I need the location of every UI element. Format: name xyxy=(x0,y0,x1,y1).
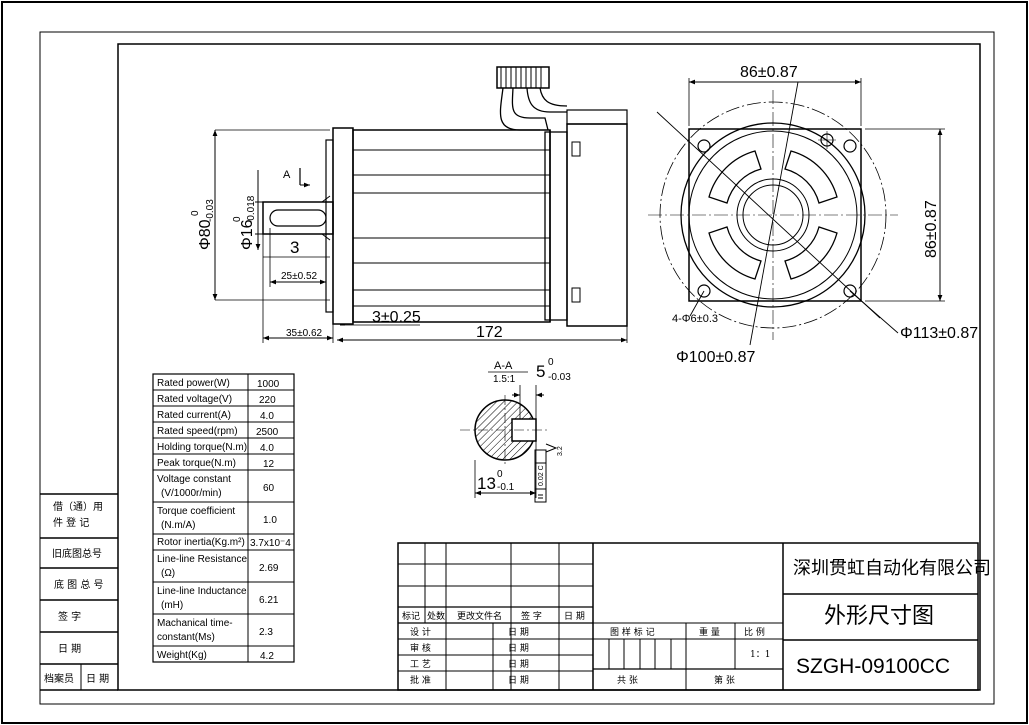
tb-label: 批 准 xyxy=(410,674,431,686)
tb-label: 日 期 xyxy=(564,611,585,622)
tb-label: 日 期 xyxy=(508,627,529,638)
dim-shaft-dia-tol-up: 0 xyxy=(232,216,243,222)
dim-flange-dia: Φ113±0.87 xyxy=(900,325,978,342)
spec-label: Line-line Resistance xyxy=(157,554,247,565)
front-view-dimensions xyxy=(688,78,945,302)
tb-scale-value: 1：1 xyxy=(750,650,770,660)
drawing-title: 外形尺寸图 xyxy=(824,604,934,629)
side-label: 借（通）用 xyxy=(53,501,103,513)
tb-label: 处数 xyxy=(427,610,445,622)
spec-label: Rated speed(rpm) xyxy=(157,426,238,437)
dim-key-width-tol-up: 0 xyxy=(548,357,554,368)
dim-body-length: 172 xyxy=(476,324,503,341)
spec-value: 60 xyxy=(263,483,275,494)
dim-body-dia-tol-up: 0 xyxy=(190,210,201,216)
dim-shaft-dia: Φ16 xyxy=(239,219,256,250)
spec-value: 2500 xyxy=(256,427,279,438)
dim-holes: 4-Φ6±0.3 xyxy=(672,313,718,325)
dim-shaft-dia-tol-dn: -0.018 xyxy=(246,195,257,224)
spec-label-sub: (mH) xyxy=(161,600,183,611)
spec-value: 12 xyxy=(263,459,275,470)
tol-frame-text: 0.02 C xyxy=(538,465,545,486)
spec-value: 1000 xyxy=(257,379,280,390)
tb-label: 更改文件名 xyxy=(457,610,502,622)
dim-shaft-length: 35±0.62 xyxy=(286,328,323,339)
tb-label: 标记 xyxy=(402,610,420,622)
spec-label: Rated voltage(V) xyxy=(157,394,232,405)
spec-label: Weight(Kg) xyxy=(157,650,207,661)
tb-label: 日 期 xyxy=(508,675,529,686)
spec-value: 220 xyxy=(259,395,276,406)
side-view-dimensions xyxy=(212,129,628,343)
motor-side-view xyxy=(262,66,628,327)
spec-label: Torque coefficient xyxy=(157,506,235,517)
svg-text:Φ80: Φ80 xyxy=(197,219,214,250)
spec-label: Rated power(W) xyxy=(157,378,230,389)
dim-pilot-dia: Φ100±0.87 xyxy=(676,349,755,366)
dim-front-height: 86±0.87 xyxy=(923,200,940,258)
side-label: 件 登 记 xyxy=(53,516,89,529)
spec-value: 6.21 xyxy=(259,595,279,606)
tb-label: 比 例 xyxy=(744,626,765,638)
spec-label: Machanical time- xyxy=(157,618,233,629)
tb-label: 日 期 xyxy=(508,659,529,670)
dim-body-dia: Φ80 xyxy=(197,219,214,250)
spec-value: 2.3 xyxy=(259,627,273,638)
spec-value: 4.2 xyxy=(260,651,274,662)
section-scale: 1.5:1 xyxy=(493,374,516,385)
spec-value: 3.7x10⁻4 xyxy=(250,538,291,549)
motor-front-view xyxy=(648,81,899,346)
side-label: 签 字 xyxy=(58,610,81,623)
spec-label-sub: (V/1000r/min) xyxy=(161,488,222,499)
tb-label: 图 样 标 记 xyxy=(610,626,655,638)
dim-key-width: 5 xyxy=(536,362,545,381)
tb-label: 重 量 xyxy=(699,626,720,638)
tb-label: 设 计 xyxy=(410,626,431,638)
section-mark-a: A xyxy=(283,169,291,181)
spec-label: Rotor inertia(Kg.m²) xyxy=(157,537,245,548)
spec-label: Voltage constant xyxy=(157,474,231,485)
tb-label: 签 字 xyxy=(521,610,542,622)
dim-key-width-tol-dn: -0.03 xyxy=(548,372,571,383)
spec-value: 4.0 xyxy=(260,443,274,454)
dim-flange-thick: 3±0.25 xyxy=(372,309,421,326)
dim-key-length: 25±0.52 xyxy=(281,271,318,282)
spec-label: Line-line Inductance xyxy=(157,586,247,597)
spec-value: 1.0 xyxy=(263,515,277,526)
side-record-table xyxy=(40,493,118,691)
roughness-value: 3.2 xyxy=(557,446,564,456)
dim-key-depth-tol-up: 0 xyxy=(497,469,503,480)
tb-label: 工 艺 xyxy=(410,659,431,670)
side-label: 旧底图总号 xyxy=(52,547,102,560)
tb-label: 审 核 xyxy=(410,642,431,654)
title-block xyxy=(397,542,979,691)
spec-label-sub: constant(Ms) xyxy=(157,632,215,643)
spec-label: Peak torque(N.m) xyxy=(157,458,236,469)
spec-label-sub: (Ω) xyxy=(161,568,175,579)
side-label: 档案员 xyxy=(44,672,74,685)
spec-label: Holding torque(N.m) xyxy=(157,442,247,453)
section-a-a xyxy=(460,371,558,503)
dim-front-width: 86±0.87 xyxy=(740,64,798,81)
tb-label: 日 期 xyxy=(508,643,529,654)
dim-key-depth-tol-dn: -0.1 xyxy=(497,482,515,493)
dim-key-height: 3 xyxy=(290,238,299,257)
company-name: 深圳贯虹自动化有限公司 xyxy=(793,558,991,579)
spec-label: Rated current(A) xyxy=(157,410,231,421)
dim-body-dia-tol-dn: -0.03 xyxy=(205,199,216,222)
spec-table xyxy=(152,373,295,663)
spec-value: 4.0 xyxy=(260,411,274,422)
drawing-number: SZGH-09100CC xyxy=(796,655,950,678)
tb-label: 共 张 xyxy=(617,675,638,686)
spec-value: 2.69 xyxy=(259,563,279,574)
tb-label: 第 张 xyxy=(714,674,735,686)
side-label: 底 图 总 号 xyxy=(54,578,104,591)
section-title: A-A xyxy=(494,360,513,372)
side-label: 日 期 xyxy=(86,673,109,685)
dim-key-depth: 13 xyxy=(477,474,496,493)
side-label: 日 期 xyxy=(58,643,81,655)
spec-label-sub: (N.m/A) xyxy=(161,520,195,531)
